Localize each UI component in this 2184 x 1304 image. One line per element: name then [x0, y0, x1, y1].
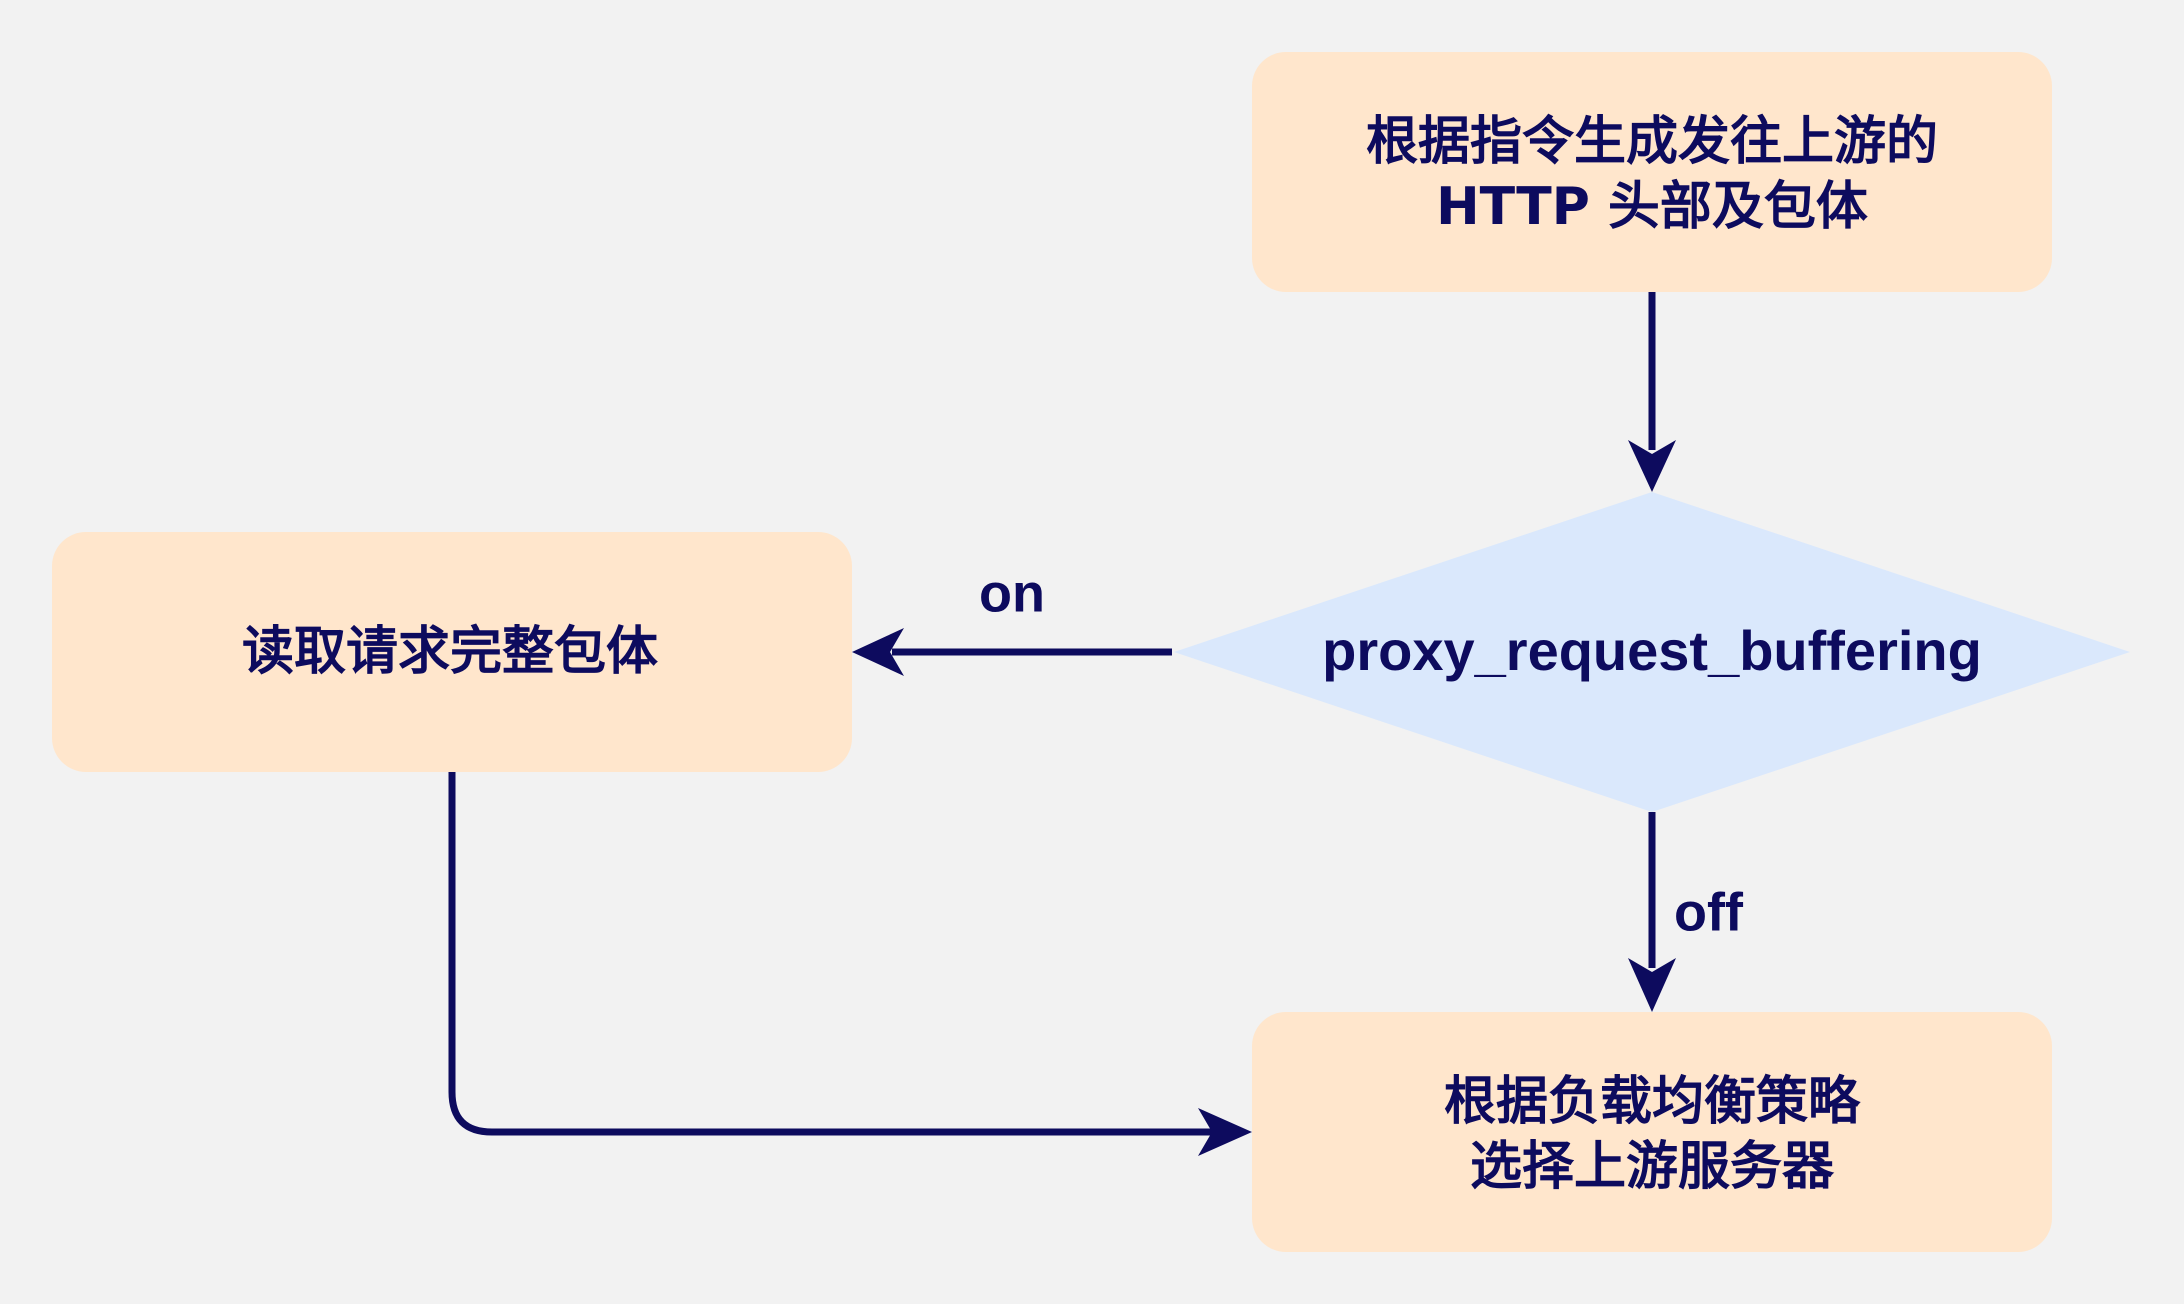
- node-read-body-label: 读取请求完整包体: [242, 622, 658, 682]
- node-decision: proxy_request_buffering: [1174, 492, 2130, 812]
- arrowhead-down-icon: [1628, 958, 1676, 1012]
- node-select-upstream-line2: 选择上游服务器: [1470, 1137, 1835, 1197]
- node-select-upstream-line1: 根据负载均衡策略: [1444, 1072, 1861, 1132]
- node-generate-headers-line1: 根据指令生成发往上游的: [1366, 112, 1938, 172]
- edge-decision-off: off: [1628, 812, 1744, 1012]
- edge-label-on: on: [979, 563, 1045, 623]
- node-generate-headers-line2: HTTP 头部及包体: [1436, 177, 1868, 237]
- edge-decision-on: on: [852, 563, 1172, 676]
- arrowhead-right-icon: [1198, 1108, 1252, 1156]
- arrowhead-left-icon: [852, 628, 904, 676]
- node-read-body: 读取请求完整包体: [52, 532, 852, 772]
- node-select-upstream: 根据负载均衡策略 选择上游服务器: [1252, 1012, 2052, 1252]
- edge-label-off: off: [1674, 882, 1744, 942]
- arrowhead-down-icon: [1628, 440, 1676, 492]
- node-generate-headers: 根据指令生成发往上游的 HTTP 头部及包体: [1252, 52, 2052, 292]
- edge-read-body-to-select: [448, 772, 1252, 1156]
- edge-generate-to-decision: [1628, 292, 1676, 492]
- decision-label: proxy_request_buffering: [1322, 619, 1982, 682]
